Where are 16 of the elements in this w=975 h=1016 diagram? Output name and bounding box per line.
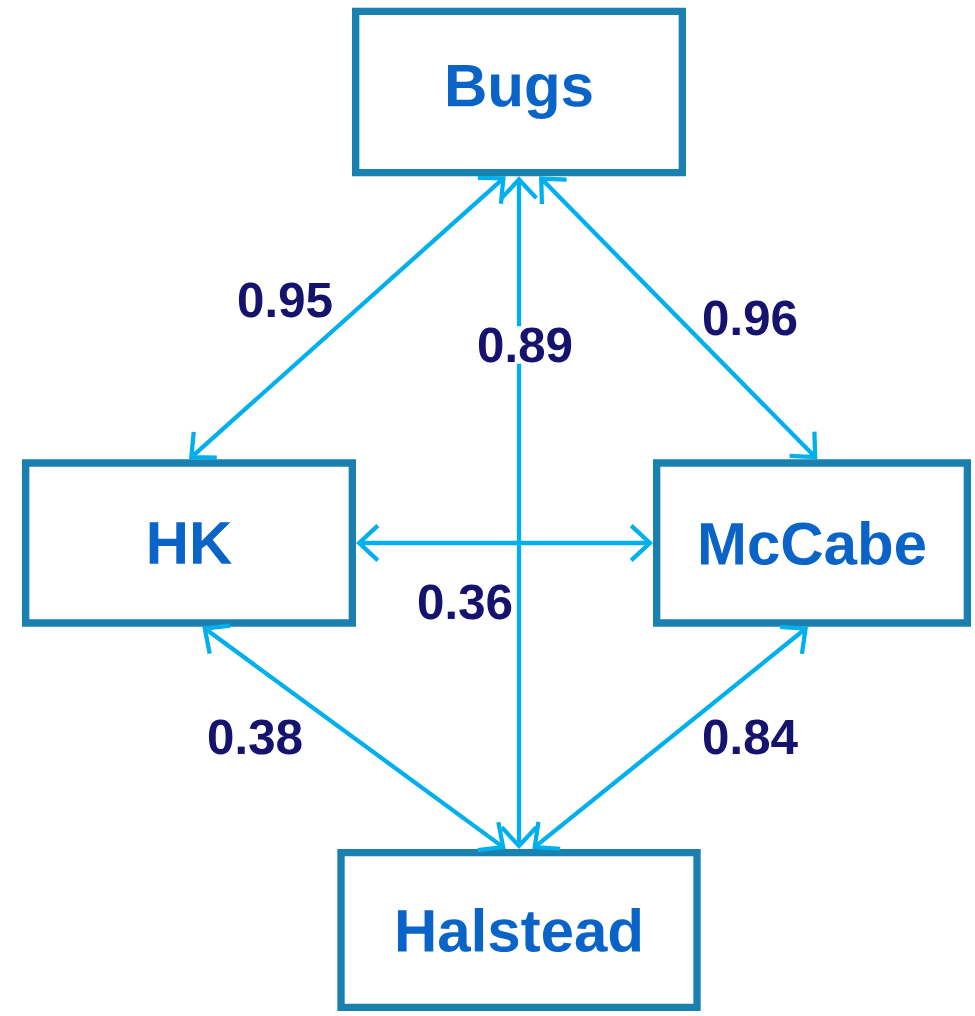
node-box: Bugs	[352, 7, 686, 177]
edge-label: 0.84	[700, 718, 800, 756]
arrow	[189, 175, 506, 460]
node-box: Halstead	[337, 849, 701, 1011]
arrow	[356, 524, 653, 562]
edge-label: 0.38	[205, 718, 305, 756]
edge-label: 0.89	[475, 326, 575, 364]
node-box: McCabe	[653, 459, 971, 627]
node-box: HK	[22, 459, 356, 627]
edge-label: 0.95	[235, 281, 335, 319]
arrow	[202, 623, 506, 853]
edge-label: 0.36	[415, 583, 515, 621]
arrow	[539, 176, 818, 460]
arrow	[532, 624, 808, 851]
edge-label: 0.96	[700, 299, 800, 337]
arrow	[500, 176, 538, 849]
